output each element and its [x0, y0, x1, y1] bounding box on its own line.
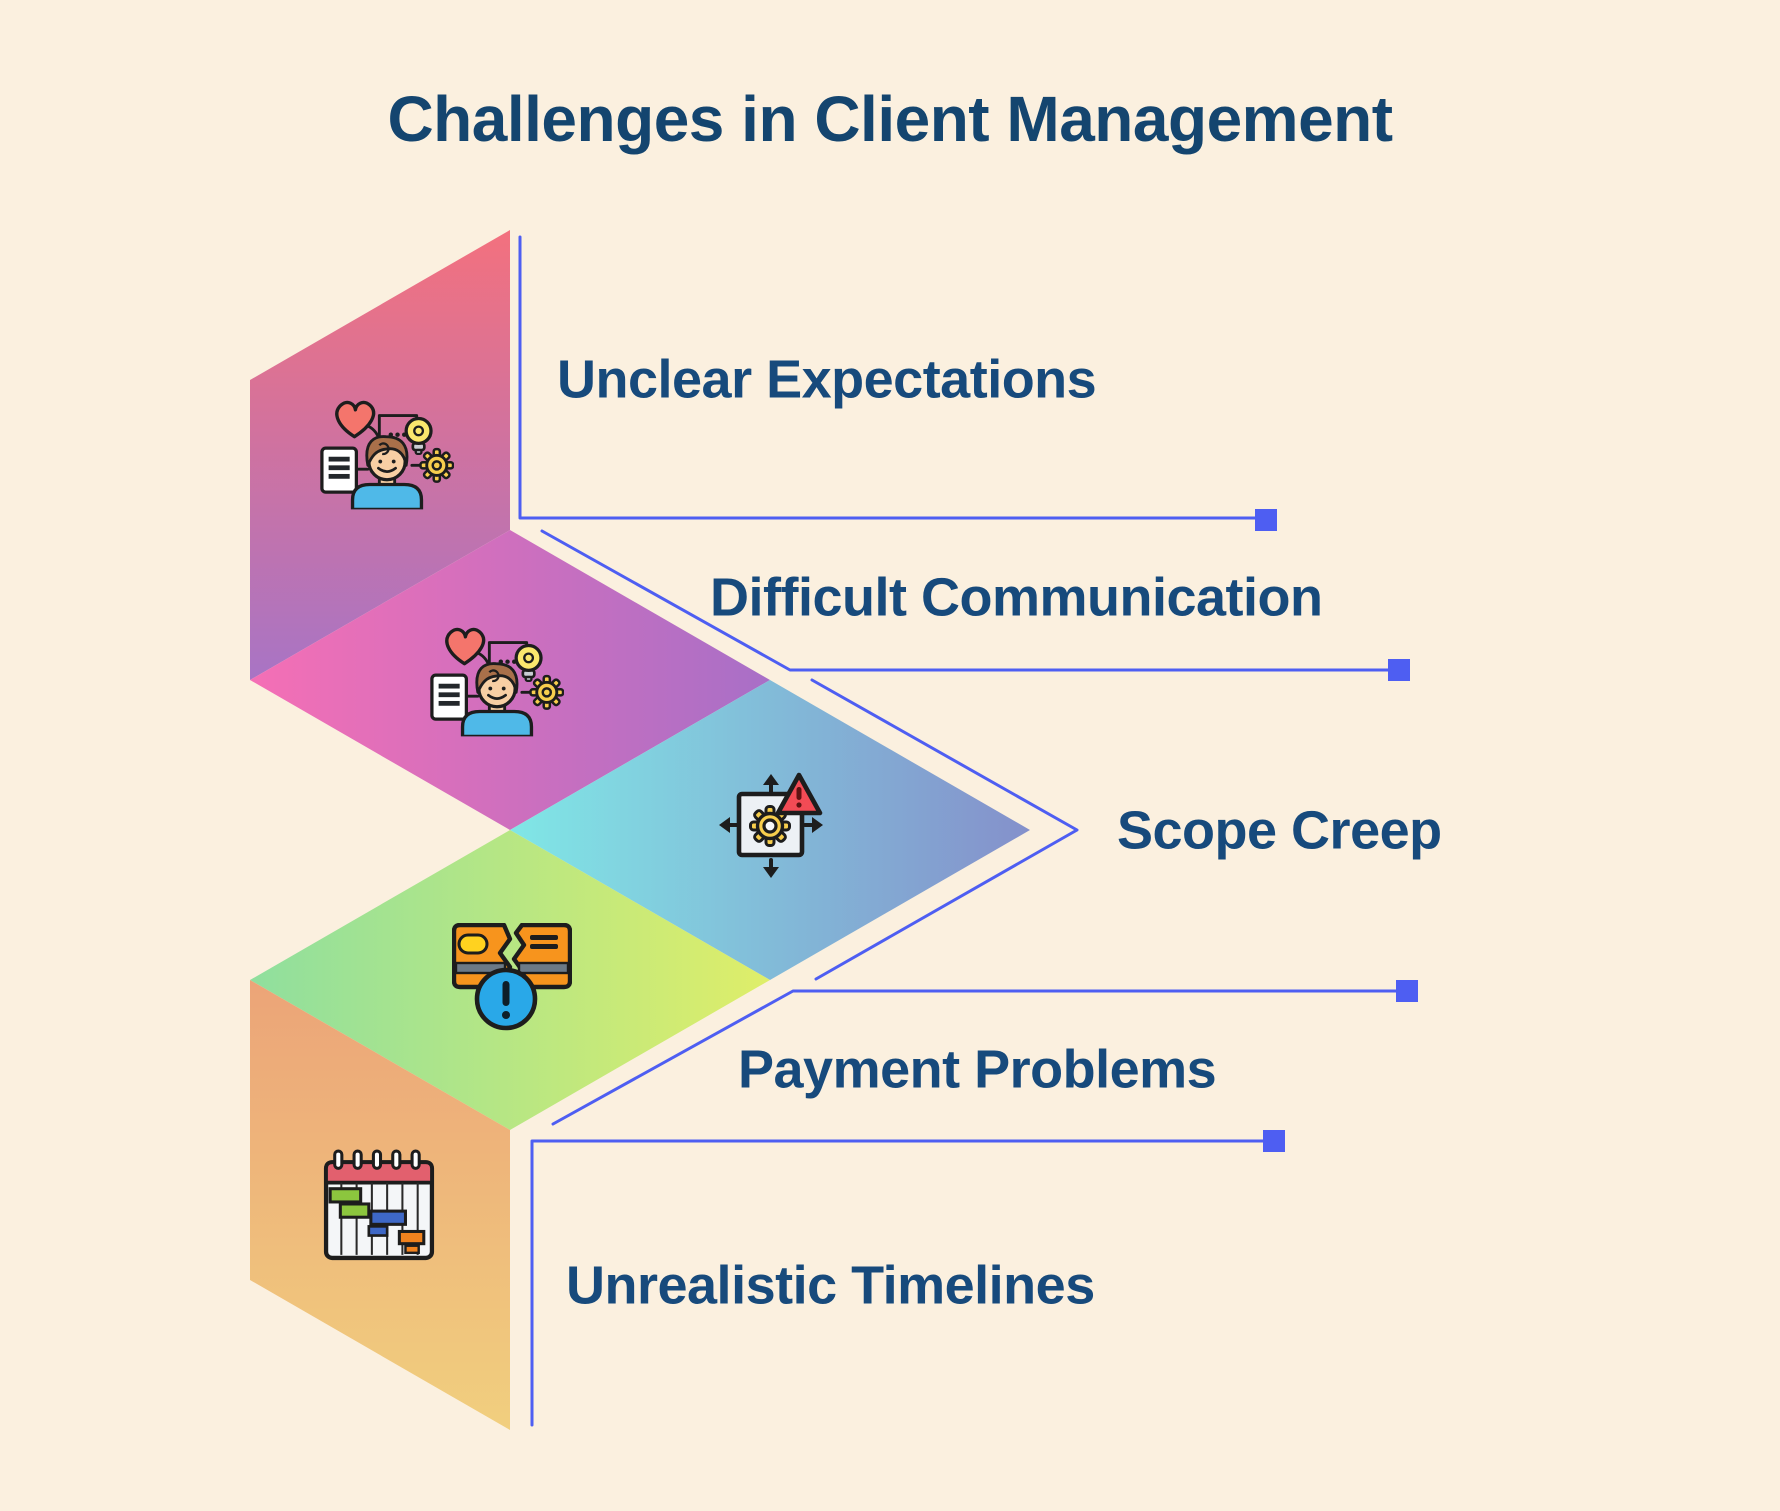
item-label-payment-problems: Payment Problems	[738, 1039, 1217, 1100]
client-mind-icon	[320, 392, 454, 510]
item-label-unclear-expectations: Unclear Expectations	[557, 349, 1097, 410]
scope-creep-icon	[717, 772, 827, 882]
connector-unrealistic-timelines	[530, 1139, 1266, 1427]
connector-unclear-expectations	[518, 235, 1258, 520]
endpoint-square-4	[1263, 1130, 1285, 1152]
endpoint-square-3	[1396, 980, 1418, 1002]
item-label-unrealistic-timelines: Unrealistic Timelines	[566, 1255, 1095, 1316]
item-label-scope-creep: Scope Creep	[1117, 800, 1442, 861]
client-mind-icon	[430, 619, 564, 737]
item-label-difficult-communication: Difficult Communication	[710, 567, 1323, 628]
page-title: Challenges in Client Management	[387, 83, 1393, 155]
endpoint-square-1	[1255, 509, 1277, 531]
endpoint-square-2	[1388, 659, 1410, 681]
broken-payment-icon	[452, 923, 572, 1033]
connector-payment-problems	[551, 989, 1399, 1126]
connector-difficult-communication	[540, 529, 1391, 672]
connector-scope-creep	[810, 678, 1079, 981]
gantt-calendar-icon	[322, 1148, 436, 1262]
